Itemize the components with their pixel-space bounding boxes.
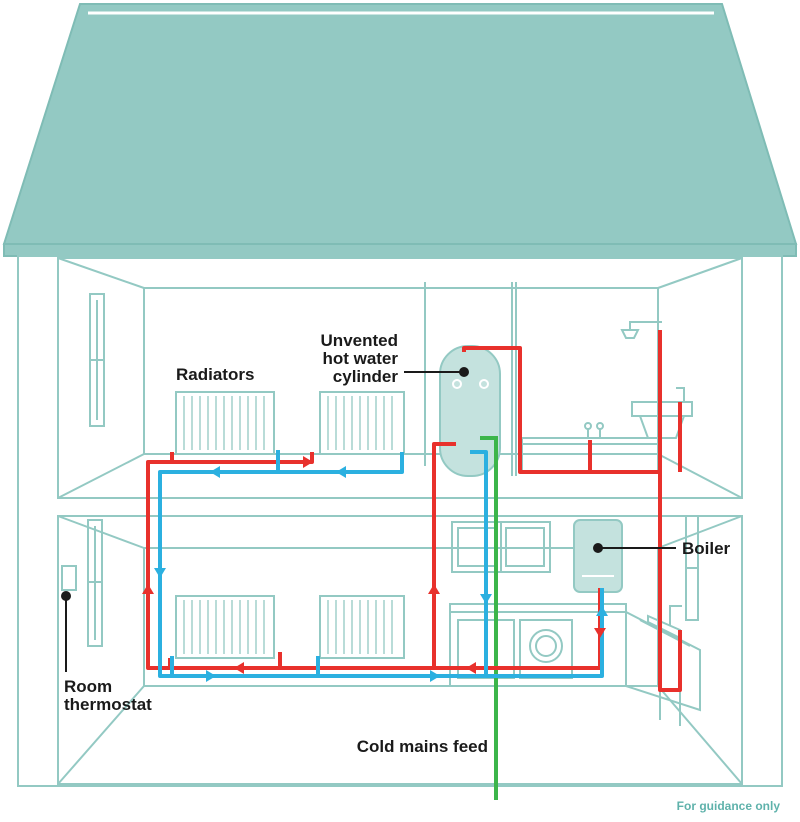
radiator-upstairs-left [175,391,275,455]
radiator-downstairs-right [319,595,405,659]
guidance-note: For guidance only [677,799,781,813]
boiler-label: Boiler [682,539,731,558]
hot-flow-arrows [142,456,606,674]
radiators-label: Radiators [176,365,254,384]
thermostat-label-line2: thermostat [64,695,152,714]
window-kitchen [685,515,699,621]
label-leaders [61,367,676,672]
cylinder-label-line3: cylinder [333,367,399,386]
cold-return-pipes [158,450,604,678]
room-thermostat [61,565,77,591]
thermostat-label-line1: Room [64,677,112,696]
radiator-upstairs-right [319,391,405,455]
kitchen-wall-cabinets [451,521,551,573]
cold-mains-label: Cold mains feed [357,737,488,756]
cylinder-label-line1: Unvented [321,331,398,350]
window-upstairs [89,293,105,427]
cold-mains-pipe [480,436,498,800]
radiator-downstairs-left [175,595,275,659]
boiler [573,519,623,593]
roof [2,3,798,257]
cylinder-label-line2: hot water [322,349,398,368]
cold-return-arrows [154,466,608,682]
bathroom-fittings [521,321,693,473]
hot-water-cylinder [439,345,501,477]
window-downstairs [87,519,103,647]
